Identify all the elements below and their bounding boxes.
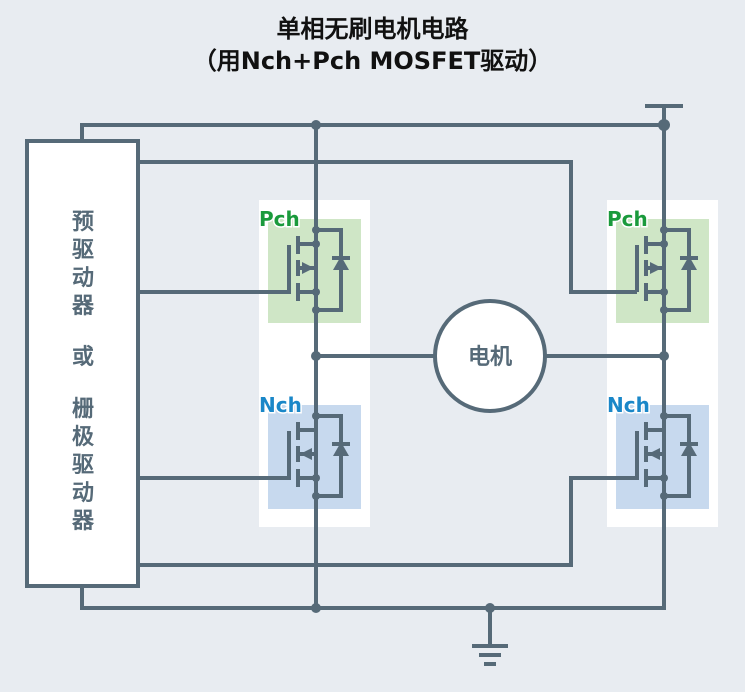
driver-label-char: 器: [71, 509, 95, 534]
junction-dot: [311, 351, 321, 361]
gate-wire-left-nch: [138, 431, 291, 480]
diagram-subtitle: （用Nch+Pch MOSFET驱动）: [192, 47, 553, 75]
left-nch-mosfet: [296, 412, 350, 500]
driver-label-char: 极: [72, 425, 95, 450]
gate-wire-right-pch: [138, 160, 616, 294]
gate-wire-left-pch: [138, 245, 291, 294]
motor-label: 电机: [468, 345, 512, 370]
driver-box: [25, 139, 140, 588]
driver-label-char: 预: [72, 210, 94, 235]
gate-wire-right-nch: [138, 431, 639, 567]
right-nch-label: Nch: [607, 393, 650, 417]
driver-label-char: 动: [72, 481, 94, 506]
left-pch-mosfet: [296, 226, 350, 314]
supply-rail-wire: [80, 123, 664, 141]
right-pch-label: Pch: [607, 207, 648, 231]
junction-dot: [659, 351, 669, 361]
motor-symbol: [433, 299, 547, 413]
driver-label-char: 栅: [72, 397, 94, 422]
driver-label-char: 动: [72, 266, 94, 291]
driver-label-char: 驱: [72, 453, 94, 478]
driver-label-char: 器: [71, 294, 95, 319]
driver-label-char: 驱: [72, 238, 94, 263]
ground-rail-wire: [80, 520, 666, 610]
left-nch-label: Nch: [259, 393, 302, 417]
driver-label-char: 或: [72, 344, 94, 370]
right-nch-mosfet: [644, 412, 698, 500]
left-pch-label: Pch: [259, 207, 300, 231]
right-pch-mosfet: [644, 226, 698, 314]
diagram-title: 单相无刷电机电路: [276, 15, 469, 43]
